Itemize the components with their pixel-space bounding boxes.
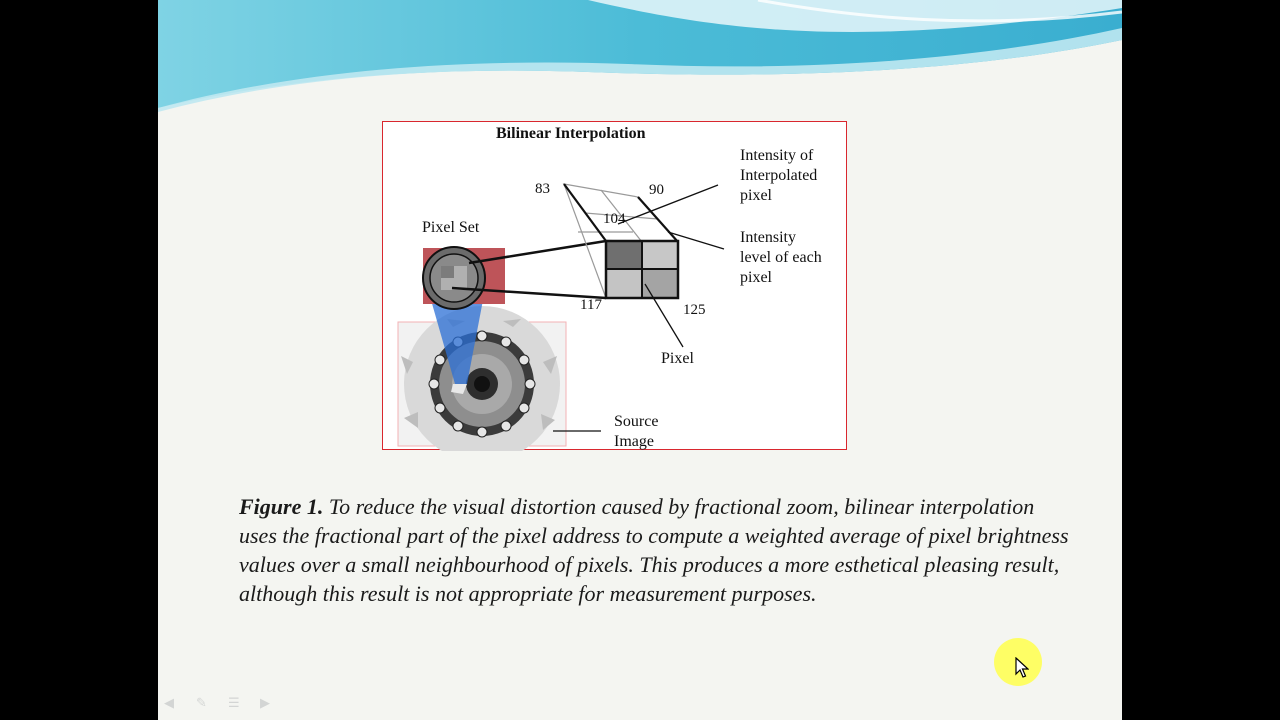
next-arrow-icon[interactable]: ▶ [260,696,270,711]
value-center: 104 [603,211,626,227]
label-intensity-interpolated: Intensity of Interpolated pixel [740,147,818,204]
label-pixel: Pixel [661,350,694,367]
diagram-title: Bilinear Interpolation [496,125,646,142]
figure-caption: Figure 1. To reduce the visual distortio… [239,492,1069,608]
value-top-right: 90 [649,182,664,198]
header-wave-decoration [158,0,1122,112]
caption-label: Figure 1. [239,494,324,519]
figure-frame: Bilinear Interpolation Pixel Set 83 90 1… [382,121,847,451]
previous-arrow-icon[interactable]: ◀ [164,696,174,711]
leader-lines [553,184,725,432]
label-intensity-level: Intensity level of each pixel [740,229,822,286]
label-source-image: Source Image [614,413,659,450]
menu-icon[interactable]: ☰ [228,696,240,711]
value-bottom-left: 117 [580,297,602,313]
slideshow-nav: ◀ ✎ ☰ ▶ [164,696,278,712]
connector-lines [451,239,607,300]
caption-text: To reduce the visual distortion caused b… [239,494,1069,606]
value-top-left: 83 [535,181,550,197]
bilinear-diagram [397,183,725,451]
cursor-icon [1015,657,1029,678]
pen-icon[interactable]: ✎ [196,696,207,711]
pixel-block [604,239,680,300]
label-pixel-set: Pixel Set [422,219,480,236]
value-bottom-right: 125 [683,302,706,318]
source-image [397,306,567,451]
pixel-set [422,246,505,310]
slide: Bilinear Interpolation Pixel Set 83 90 1… [158,0,1122,720]
projection-beam [431,300,483,384]
